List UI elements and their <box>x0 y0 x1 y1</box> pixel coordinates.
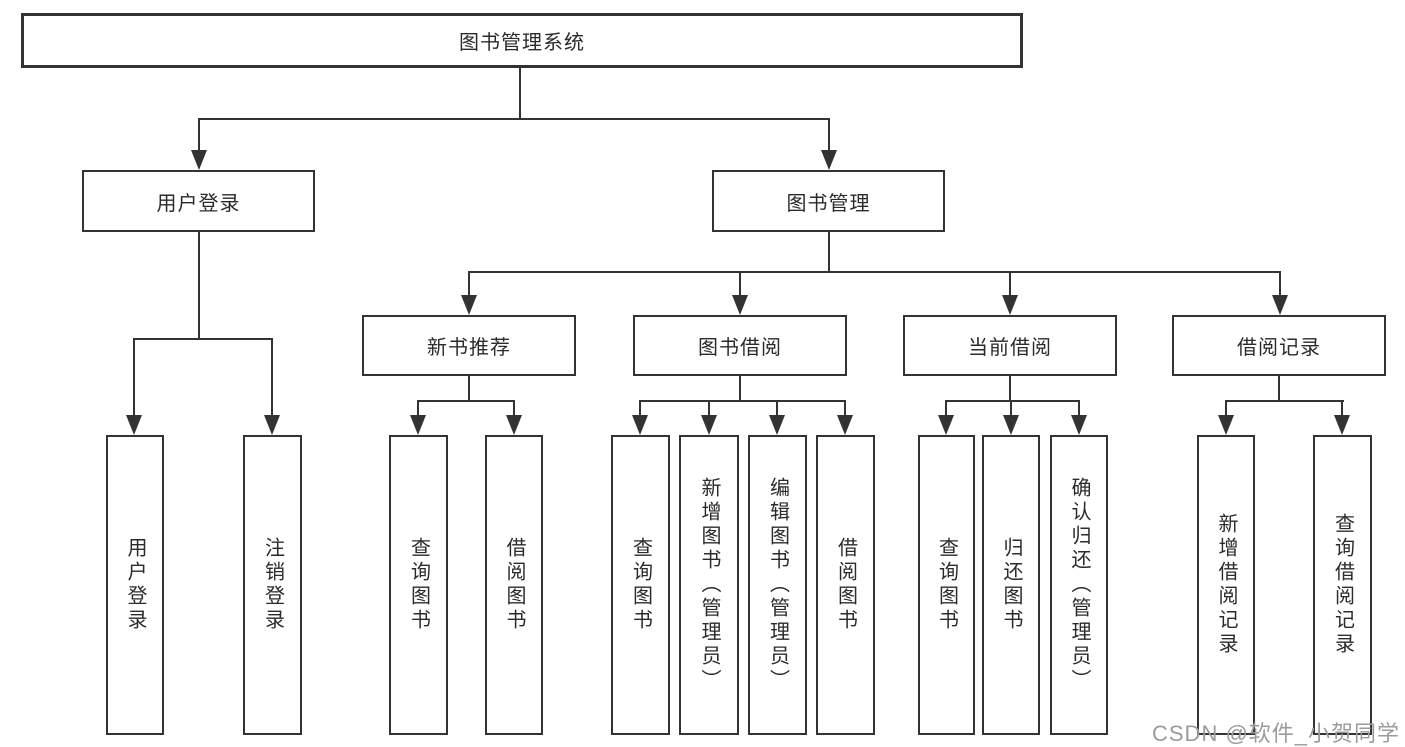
connector-line <box>1009 376 1011 400</box>
node-leaf-query-borrow-record: 查询借阅记录 <box>1313 435 1372 735</box>
connector-line <box>271 338 273 418</box>
connector-line <box>708 400 710 418</box>
node-leaf-user-login: 用户登录 <box>106 435 164 735</box>
arrowhead-down-icon <box>732 295 748 315</box>
node-label-leaf-query-borrow-record: 查询借阅记录 <box>1331 513 1354 657</box>
node-leaf-logout: 注销登录 <box>243 435 302 735</box>
connector-line <box>739 376 741 400</box>
node-leaf-query-books-1: 查询图书 <box>389 435 448 735</box>
connector-line <box>198 232 200 338</box>
connector-line <box>1341 400 1343 418</box>
connector-line <box>828 232 830 271</box>
arrowhead-down-icon <box>1334 415 1350 435</box>
node-label-user-login-group: 用户登录 <box>156 192 241 215</box>
node-label-leaf-user-login: 用户登录 <box>124 537 146 633</box>
arrowhead-down-icon <box>461 295 477 315</box>
node-label-leaf-logout: 注销登录 <box>261 537 284 633</box>
node-label-leaf-add-books-admin: 新增图书（管理员） <box>698 477 720 693</box>
connector-line <box>828 118 830 152</box>
connector-line <box>1225 400 1227 418</box>
node-leaf-add-borrow-record: 新增借阅记录 <box>1197 435 1255 735</box>
connector-line <box>639 400 641 418</box>
connector-line <box>1009 271 1011 297</box>
connector-line <box>519 68 521 120</box>
connector-line <box>945 400 1080 402</box>
arrowhead-down-icon <box>126 415 142 435</box>
csdn-watermark: CSDN @软件_小贺同学 <box>1152 721 1401 746</box>
connector-line <box>1278 376 1280 400</box>
arrowhead-down-icon <box>769 415 785 435</box>
arrowhead-down-icon <box>837 415 853 435</box>
arrowhead-down-icon <box>1218 415 1234 435</box>
arrowhead-down-icon <box>1003 415 1019 435</box>
node-leaf-edit-books-admin: 编辑图书（管理员） <box>748 435 807 735</box>
node-root: 图书管理系统 <box>21 13 1023 68</box>
node-leaf-query-books-2: 查询图书 <box>611 435 670 735</box>
node-user-login-group: 用户登录 <box>82 170 315 232</box>
arrowhead-down-icon <box>506 415 522 435</box>
node-label-borrow-records: 借阅记录 <box>1237 337 1321 359</box>
arrowhead-down-icon <box>821 150 837 170</box>
node-label-leaf-query-books-2: 查询图书 <box>629 537 652 633</box>
node-new-book-recommend: 新书推荐 <box>362 315 576 376</box>
node-leaf-confirm-return-admin: 确认归还（管理员） <box>1050 435 1108 735</box>
connector-line <box>133 338 273 340</box>
arrowhead-down-icon <box>410 415 426 435</box>
connector-line <box>468 376 470 400</box>
arrowhead-down-icon <box>1071 415 1087 435</box>
connector-line <box>513 400 515 418</box>
node-label-leaf-query-books-3: 查询图书 <box>935 537 958 633</box>
arrowhead-down-icon <box>1002 295 1018 315</box>
node-borrow-records: 借阅记录 <box>1172 315 1386 376</box>
connector-line <box>739 271 741 297</box>
node-label-new-book-recommend: 新书推荐 <box>427 337 511 359</box>
arrowhead-down-icon <box>264 415 280 435</box>
node-label-book-borrow: 图书借阅 <box>698 337 782 359</box>
node-label-current-borrow: 当前借阅 <box>968 337 1052 359</box>
node-leaf-return-books: 归还图书 <box>982 435 1040 735</box>
connector-line <box>1010 400 1012 418</box>
node-leaf-borrow-books-1: 借阅图书 <box>485 435 543 735</box>
arrowhead-down-icon <box>938 415 954 435</box>
connector-line <box>1078 400 1080 418</box>
connector-line <box>468 271 470 297</box>
node-book-management: 图书管理 <box>712 170 945 232</box>
connector-line <box>776 400 778 418</box>
connector-line <box>417 400 515 402</box>
node-book-borrow: 图书借阅 <box>633 315 847 376</box>
connector-line <box>417 400 419 418</box>
node-leaf-add-books-admin: 新增图书（管理员） <box>679 435 739 735</box>
connector-line <box>468 271 1281 273</box>
node-label-leaf-borrow-books-2: 借阅图书 <box>834 537 857 633</box>
arrowhead-down-icon <box>191 150 207 170</box>
connector-line <box>639 400 846 402</box>
node-label-leaf-query-books-1: 查询图书 <box>407 537 430 633</box>
connector-line <box>1225 400 1344 402</box>
node-label-leaf-borrow-books-1: 借阅图书 <box>503 537 525 633</box>
connector-line <box>844 400 846 418</box>
node-label-leaf-add-borrow-record: 新增借阅记录 <box>1215 513 1237 657</box>
arrowhead-down-icon <box>632 415 648 435</box>
node-label-leaf-edit-books-admin: 编辑图书（管理员） <box>766 477 789 693</box>
node-label-book-management: 图书管理 <box>786 192 871 215</box>
arrowhead-down-icon <box>701 415 717 435</box>
connector-line <box>198 118 830 120</box>
node-label-leaf-return-books: 归还图书 <box>1000 537 1022 633</box>
node-current-borrow: 当前借阅 <box>903 315 1117 376</box>
connector-line <box>133 338 135 418</box>
node-label-leaf-confirm-return-admin: 确认归还（管理员） <box>1068 477 1090 693</box>
arrowhead-down-icon <box>1272 295 1288 315</box>
node-label-root: 图书管理系统 <box>459 32 585 54</box>
node-leaf-query-books-3: 查询图书 <box>918 435 975 735</box>
connector-line <box>198 118 200 152</box>
connector-line <box>1279 271 1281 297</box>
node-leaf-borrow-books-2: 借阅图书 <box>816 435 875 735</box>
connector-line <box>945 400 947 418</box>
